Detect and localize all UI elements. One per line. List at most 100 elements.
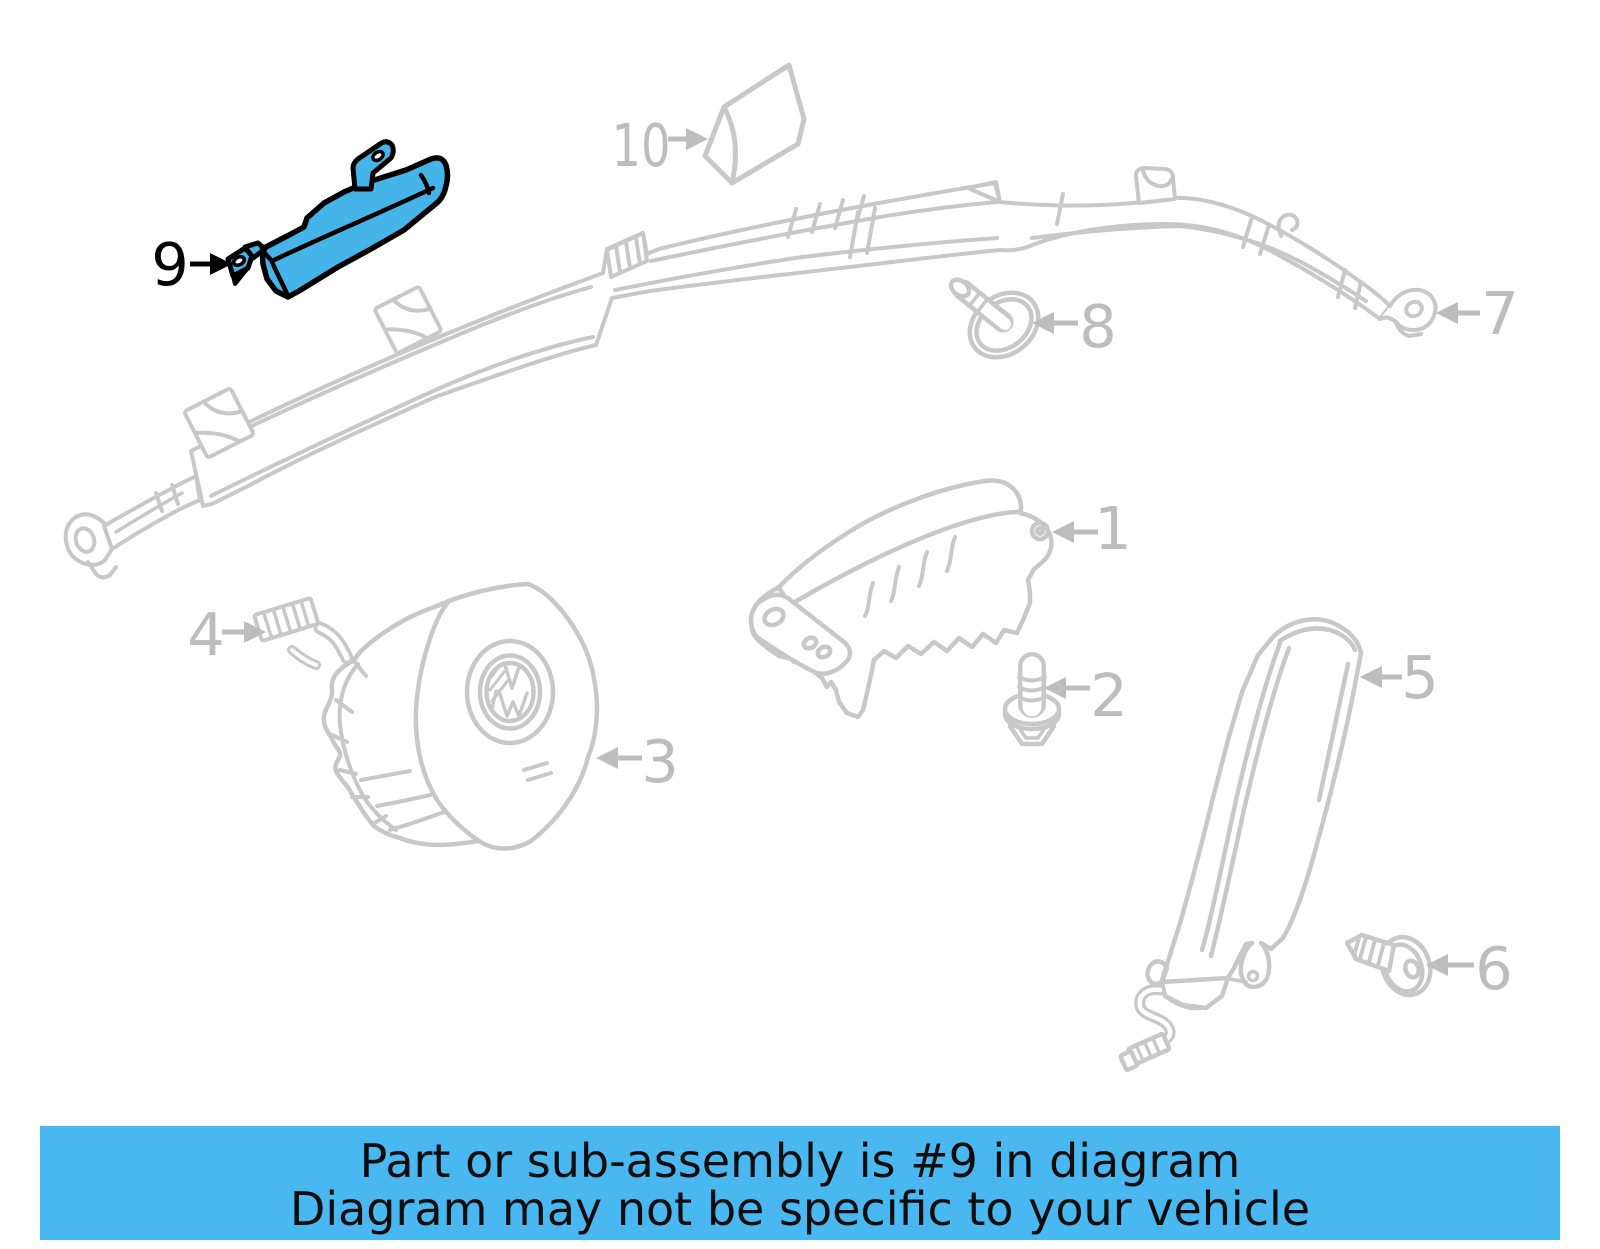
part-7-curtain-airbag-shape [373, 285, 443, 355]
vw-emblem-icon-shape [487, 666, 511, 712]
part-2-screw [1002, 652, 1062, 747]
part-9-bracket-highlighted-shape [231, 266, 250, 286]
part-1-passenger-airbag-module-shape [863, 535, 957, 618]
callout-number-9: 9 [151, 230, 189, 299]
callout-number-7: 7 [1481, 279, 1519, 348]
part-9-bracket-highlighted-shape [269, 259, 291, 299]
part-7-curtain-airbag-shape [73, 526, 97, 554]
callout-3: 3 [596, 727, 679, 796]
note-line-1: Part or sub-assembly is #9 in diagram [359, 1134, 1241, 1188]
callout-number-2: 2 [1090, 661, 1128, 730]
part-3-driver-airbag-module-shape [337, 662, 398, 832]
callout-arrow-head [1426, 954, 1448, 976]
part-5-seat-side-airbag-shape [1277, 626, 1358, 653]
callout-arrow-head [1436, 302, 1458, 324]
part-1-passenger-airbag-module-shape [748, 592, 853, 676]
callout-layer: 1 2 3 4 5 6 7 8 9 10 [151, 111, 1519, 1003]
part-9-bracket-highlighted-shape [259, 155, 451, 300]
part-4-wiring-connector-shape [290, 648, 318, 667]
part-7-curtain-airbag-shape [1404, 299, 1424, 319]
part-7-curtain-airbag-shape [605, 231, 649, 279]
part-4-wiring-connector-shape [252, 596, 320, 643]
part-7-curtain-airbag-shape [114, 491, 184, 534]
part-7-curtain-airbag-shape [1276, 212, 1300, 238]
note-line-2: Diagram may not be specific to your vehi… [289, 1182, 1311, 1236]
callout-number-8: 8 [1079, 292, 1117, 361]
part-7-curtain-airbag-shape [209, 335, 595, 498]
vw-emblem-icon-shape [477, 653, 543, 731]
part-9-bracket-highlighted-shape [371, 149, 385, 163]
callout-arrow-head [1360, 666, 1382, 688]
part-4-wiring-connector [252, 596, 354, 670]
part-9-bracket-highlighted-shape [231, 254, 247, 268]
callout-number-5: 5 [1401, 643, 1439, 712]
part-7-curtain-airbag-shape [848, 206, 877, 259]
part-5-seat-side-airbag-shape [1208, 645, 1292, 959]
callout-10: 10 [612, 111, 708, 180]
part-5-seat-side-airbag-shape [1199, 640, 1283, 953]
part-5-seat-side-airbag-shape [1145, 617, 1364, 1011]
part-7-curtain-airbag-shape [1241, 215, 1271, 256]
callout-1: 1 [1052, 494, 1132, 563]
part-7-curtain-airbag-shape [1394, 320, 1423, 338]
callout-arrow-head [210, 253, 232, 275]
part-5-seat-side-airbag-shape [1118, 1031, 1172, 1073]
part-7-curtain-airbag-shape [1030, 224, 1368, 303]
part-5-seat-side-airbag-shape [1228, 977, 1248, 984]
part-9-bracket-highlighted [225, 139, 451, 300]
callout-number-4: 4 [187, 600, 225, 669]
note-banner: Part or sub-assembly is #9 in diagram Di… [40, 1126, 1560, 1240]
part-3-driver-airbag-module-shape [328, 659, 388, 826]
part-7-curtain-airbag-shape [1055, 192, 1065, 226]
part-1-passenger-airbag-module-shape [815, 644, 833, 660]
part-10-folded-cushion-shape [702, 62, 807, 186]
part-10-folded-cushion [702, 62, 807, 186]
callout-8: 8 [1032, 292, 1117, 361]
part-3-driver-airbag-module-shape [522, 761, 553, 782]
part-10-folded-cushion-shape [721, 104, 738, 186]
vw-emblem-icon-shape [503, 663, 521, 690]
callout-number-10: 10 [612, 111, 671, 180]
callout-arrow-head [686, 128, 708, 150]
part-7-curtain-airbag-shape [212, 285, 593, 446]
part-8-push-pin-shape [948, 277, 972, 299]
part-8-push-pin-shape [968, 293, 988, 313]
callout-number-1: 1 [1094, 494, 1132, 563]
part-1-passenger-airbag-module-shape [762, 606, 786, 628]
part-7-curtain-airbag-shape [102, 474, 202, 551]
part-1-passenger-airbag-module-shape [801, 635, 819, 651]
part-5-seat-side-airbag-shape-shape [1134, 1036, 1162, 1063]
part-7-curtain-airbag-shape [786, 194, 866, 239]
callout-arrow-head [596, 747, 618, 769]
part-7-curtain-airbag-shape-shape [382, 297, 433, 341]
part-7-curtain-airbag-shape [1336, 268, 1363, 310]
callout-arrow-head [1052, 521, 1074, 543]
part-7-curtain-airbag-shape [1141, 169, 1173, 189]
part-7-curtain-airbag-shape-shape [192, 399, 245, 444]
part-5-seat-side-airbag-shape [1159, 975, 1231, 1011]
part-5-seat-side-airbag-shape [1316, 661, 1351, 803]
part-7-curtain-airbag-shape [613, 236, 999, 292]
part-9-bracket-highlighted-shape [418, 172, 432, 196]
callout-2: 2 [1044, 661, 1128, 730]
callout-arrow-head [1032, 312, 1054, 334]
callout-arrow-head [244, 621, 266, 643]
part-1-passenger-airbag-module-shape [1029, 520, 1051, 542]
part-5-seat-side-airbag-shape-shape [1118, 1049, 1140, 1073]
part-6-screw-shape [1402, 958, 1422, 980]
part-1-passenger-airbag-module-shape [790, 509, 1022, 606]
callout-6: 6 [1426, 934, 1513, 1003]
part-3-driver-airbag-module [321, 581, 600, 851]
part-7-curtain-airbag-shape [154, 483, 180, 513]
part-9-bracket-highlighted-shape [269, 185, 436, 264]
part-5-seat-side-airbag-shape [1246, 969, 1260, 983]
callout-5: 5 [1360, 643, 1439, 712]
part-7-curtain-airbag-shape [183, 387, 255, 459]
part-4-wiring-connector-shape [317, 625, 350, 661]
callout-7: 7 [1436, 279, 1519, 348]
part-7-curtain-airbag [63, 166, 1438, 580]
callout-9: 9 [151, 230, 232, 299]
vw-emblem-icon-shape [484, 660, 536, 724]
part-1-passenger-airbag-module [748, 478, 1054, 720]
